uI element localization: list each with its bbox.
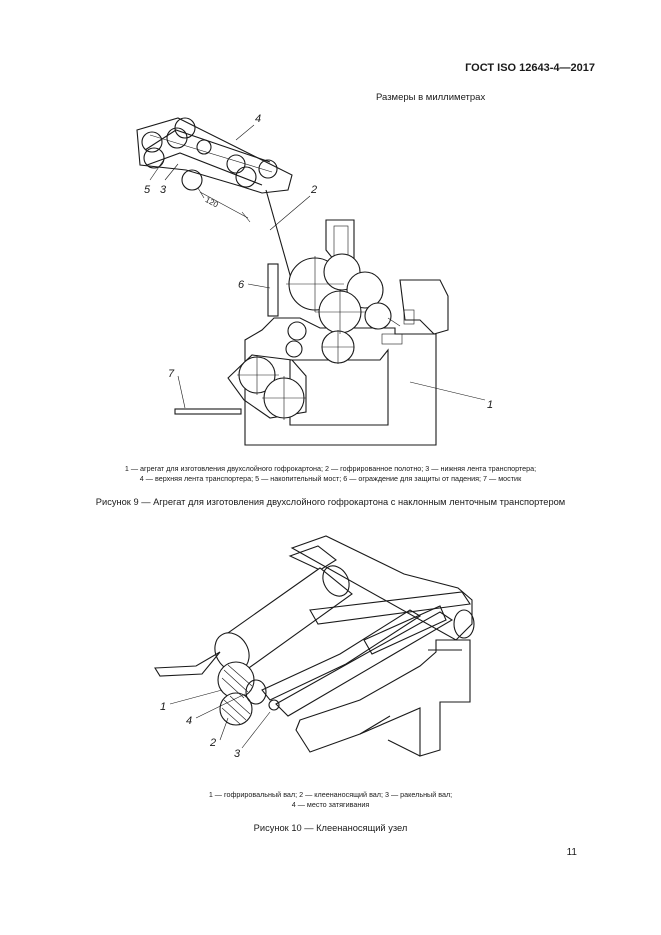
fig10-label-2: 2	[209, 737, 216, 749]
label-1: 1	[487, 399, 493, 411]
dimensions-note: Размеры в миллиметрах	[376, 92, 486, 103]
label-2: 2	[310, 184, 317, 196]
figure10-legend-line1: 1 — гофрировальный вал; 2 — клеенаносящи…	[208, 790, 453, 799]
fig10-label-4: 4	[186, 715, 192, 727]
figure10-title: Рисунок 10 — Клеенаносящий узел	[253, 823, 408, 833]
figure9-legend-line2: 4 — верхняя лента транспортера; 5 — нако…	[139, 474, 522, 483]
figure9-legend-line1: 1 — агрегат для изготовления двухслойног…	[124, 464, 537, 473]
page-number: 11	[566, 847, 577, 858]
figure9-title: Рисунок 9 — Агрегат для изготовления дву…	[95, 497, 566, 507]
label-7: 7	[168, 368, 175, 380]
document-header: ГОСТ ISO 12643-4—2017	[465, 62, 595, 74]
figure10-legend-line2: 4 — место затягивания	[291, 800, 370, 809]
label-5: 5	[144, 184, 151, 196]
label-6: 6	[238, 279, 245, 291]
fig10-label-1: 1	[160, 701, 166, 713]
fig10-label-3: 3	[234, 748, 241, 760]
label-4: 4	[255, 113, 261, 125]
label-3: 3	[160, 184, 167, 196]
